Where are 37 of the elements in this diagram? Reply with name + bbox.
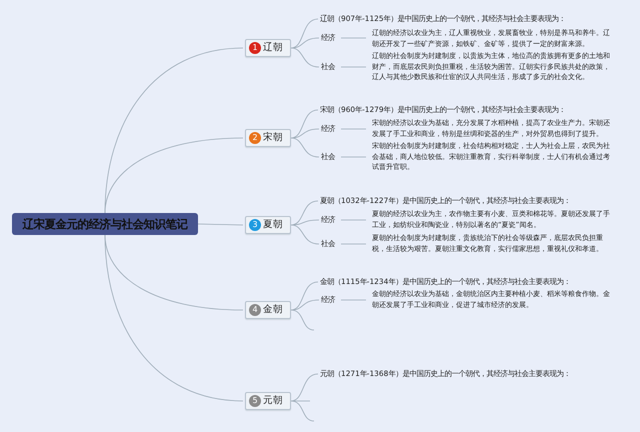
connector-line [340, 66, 366, 68]
connector-line [290, 110, 318, 138]
topic-name: 宋朝 [263, 132, 283, 144]
connector-line [290, 200, 318, 226]
connector-line [290, 38, 320, 48]
connector-line [290, 224, 320, 244]
number-badge: 2 [249, 132, 261, 144]
connector-line [104, 234, 244, 402]
number-badge: 3 [249, 219, 261, 231]
connector-line [290, 400, 314, 422]
topic-box [245, 301, 291, 319]
number-badge: 4 [249, 304, 261, 316]
connector-line [340, 128, 366, 130]
connector-line [290, 310, 314, 330]
connector-line [104, 138, 244, 214]
topic-name: 辽朝 [263, 42, 283, 54]
connector-line [340, 156, 366, 158]
topic-name: 元朝 [263, 395, 283, 407]
number-badge: 5 [249, 395, 261, 407]
connector-line [198, 224, 244, 226]
topic-box [245, 39, 291, 57]
number-badge: 1 [249, 42, 261, 54]
connector-line [290, 48, 320, 68]
topic-name: 夏朝 [263, 219, 283, 231]
connector-line [290, 128, 320, 138]
central-topic-box: 辽宋夏金元的经济与社会知识笔记 [12, 213, 198, 235]
connector-line [290, 300, 320, 310]
connector-line [290, 282, 318, 310]
connector-line [290, 220, 320, 226]
connector-line [290, 138, 320, 158]
topic-name: 金朝 [263, 304, 283, 316]
topic-box [245, 392, 291, 410]
connector-line [290, 400, 310, 402]
connector-line [290, 374, 318, 402]
topic-box [245, 216, 291, 234]
topic-box [245, 129, 291, 147]
connector-line [290, 18, 318, 48]
